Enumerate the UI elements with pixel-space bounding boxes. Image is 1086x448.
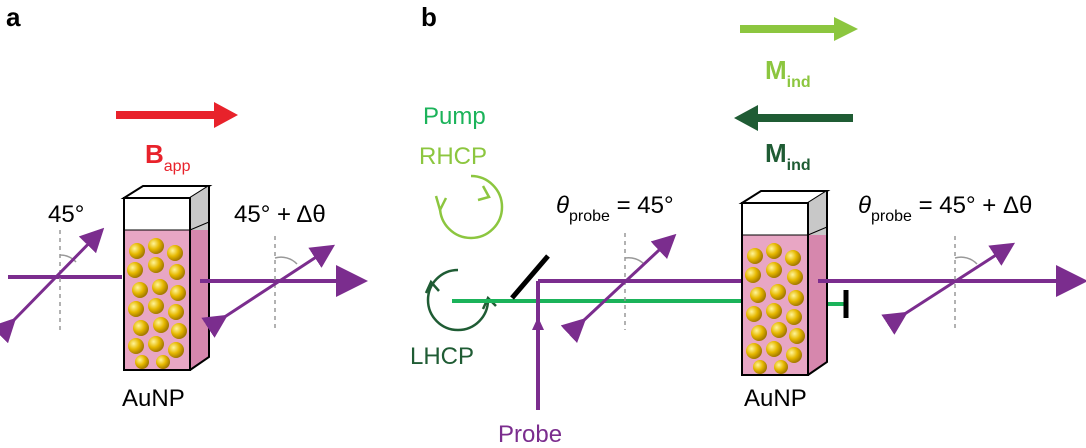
mirror [510, 254, 550, 300]
nanoparticles-a [127, 238, 187, 369]
b-app-sub: app [164, 158, 191, 175]
angle-arc-b-out [954, 256, 978, 265]
rhcp-label: RHCP [419, 143, 487, 170]
angle-arc-a-out [274, 256, 298, 265]
lhcp-label: LHCP [410, 343, 474, 370]
probe-direction-arrow [532, 317, 544, 330]
b-app-label: Bapp [145, 139, 191, 175]
m-ind-arrow-left [734, 105, 853, 131]
rhcp-circular-polarization-icon [434, 174, 504, 240]
m-ind-arrow-right [740, 17, 858, 41]
theta-out-val: = 45° + Δθ [912, 192, 1032, 219]
m-ind-main-1: M [765, 55, 787, 85]
theta-in-label: θprobe = 45° [556, 192, 674, 225]
m-ind-main-2: M [765, 138, 787, 168]
angle-out-label: 45° + Δθ [234, 201, 326, 228]
m-ind-label-1: Mind [765, 55, 811, 91]
cuvette-a [120, 185, 213, 371]
lhcp-circular-polarization-icon [424, 268, 497, 332]
sample-label-b: AuNP [744, 385, 807, 412]
theta-out-sub: probe [871, 208, 912, 225]
theta-in-sub: probe [569, 208, 610, 225]
polarization-arrow-b-out [881, 242, 1016, 335]
b-app-main: B [145, 139, 164, 169]
polarization-arrow-a-out [201, 244, 336, 338]
polarization-arrow-b-in [560, 233, 677, 344]
polarization-arrow-a-in [0, 227, 105, 344]
cuvette-b [738, 190, 831, 376]
theta-out-label: θprobe = 45° + Δθ [858, 192, 1032, 225]
pump-label: Pump [423, 103, 486, 130]
probe-label: Probe [498, 421, 562, 448]
theta-in-main: θ [556, 192, 569, 219]
theta-in-val: = 45° [610, 192, 674, 219]
m-ind-sub-1: ind [787, 74, 811, 91]
sample-label-a: AuNP [122, 385, 185, 412]
panel-a-label: a [6, 2, 21, 32]
m-ind-label-2: Mind [765, 138, 811, 174]
angle-arc-b-in [624, 256, 645, 265]
theta-out-main: θ [858, 192, 871, 219]
b-field-arrow [116, 102, 238, 128]
nanoparticles-b [745, 243, 805, 374]
m-ind-sub-2: ind [787, 157, 811, 174]
angle-in-label: 45° [48, 201, 84, 228]
panel-b-label: b [421, 2, 437, 32]
